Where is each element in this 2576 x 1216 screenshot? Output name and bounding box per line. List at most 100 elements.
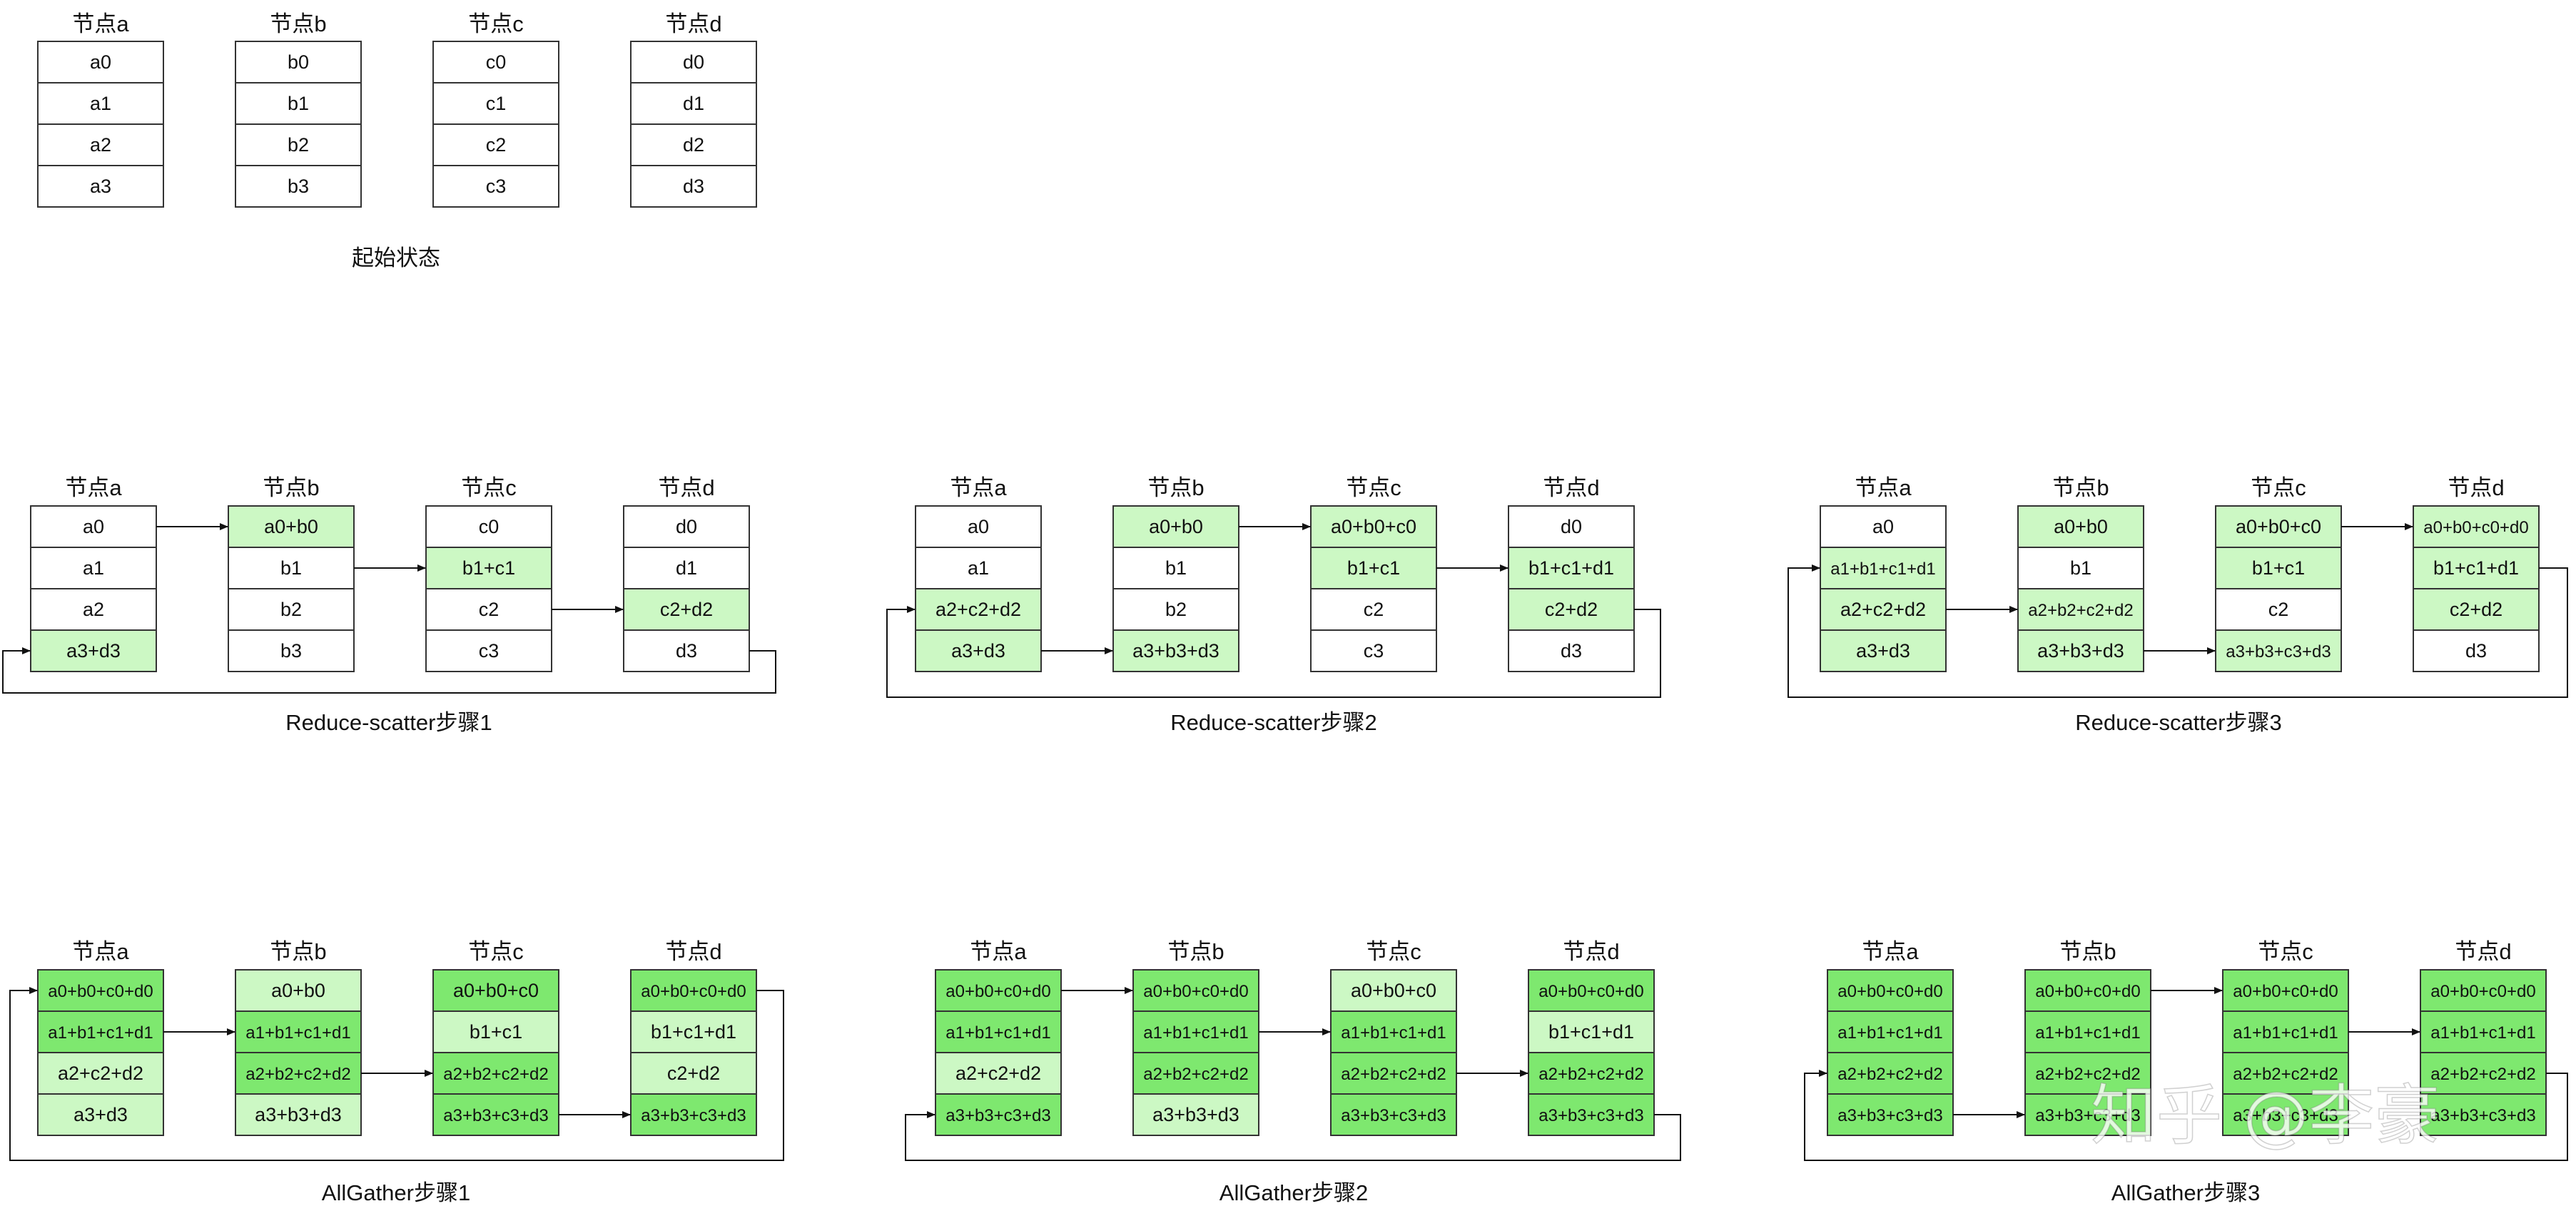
cell-value: a1+b1+c1+d1	[1341, 1023, 1446, 1043]
cell-value: b1+c1	[2252, 557, 2305, 579]
cell-box	[935, 1093, 1062, 1136]
cell-value: a1+b1+c1+d1	[2233, 1023, 2338, 1043]
cell-box	[37, 165, 164, 208]
cell-box	[623, 505, 750, 548]
cell-value: a1+b1+c1+d1	[2430, 1023, 2535, 1043]
node-label: 节点d	[2448, 475, 2504, 500]
cell-box	[2420, 1052, 2547, 1095]
cell-box	[623, 547, 750, 589]
node-b-column: 节点ba0+b0+c0+d0a1+b1+c1+d1a2+b2+c2+d2a3+b…	[2024, 939, 2151, 1136]
panel-ag1: 节点aa0+b0+c0+d0a1+b1+c1+d1a2+c2+d2a3+d3节点…	[9, 939, 784, 1205]
cell-value: a2+b2+c2+d2	[2430, 1065, 2535, 1084]
cell-value: b1+c1+d1	[1528, 557, 1614, 579]
cell-box	[1310, 505, 1437, 548]
panels-layer: 节点aa0a1a2a3节点bb0b1b2b3节点cc0c1c2c3节点dd0d1…	[2, 11, 2568, 1205]
cell-value: a3+b3+c3+d3	[443, 1106, 548, 1125]
cell-value: a2+c2+d2	[935, 599, 1021, 620]
cell-value: a3+b3+c3+d3	[1538, 1106, 1643, 1125]
cell-value: a0+b0+c0+d0	[2430, 982, 2535, 1001]
cell-value: d1	[683, 93, 704, 114]
cell-value: d0	[676, 516, 697, 537]
cell-box	[2215, 547, 2342, 589]
cell-box	[432, 1093, 559, 1136]
cell-value: d0	[1561, 516, 1582, 537]
cell-value: c2+d2	[2450, 599, 2503, 620]
cell-value: c0	[479, 516, 500, 537]
cell-value: a3+b3+d3	[2037, 640, 2124, 662]
cell-value: b0	[288, 51, 309, 73]
cell-value: a0+b0+c0+d0	[2233, 982, 2338, 1001]
cell-box	[1528, 1052, 1655, 1095]
cell-value: a3+b3+c3+d3	[2226, 642, 2331, 662]
cell-box	[425, 547, 552, 589]
cell-box	[935, 1010, 1062, 1053]
cell-value: a2+b2+c2+d2	[2233, 1065, 2338, 1084]
cell-value: d0	[683, 51, 704, 73]
wraparound-arrow	[1788, 564, 2568, 698]
cell-value: a1+b1+c1+d1	[1143, 1023, 1248, 1043]
cell-value: a3+b3+c3+d3	[1837, 1106, 1942, 1125]
panel-rs2: 节点aa0a1a2+c2+d2a3+d3节点ba0+b0b1b2a3+b3+d3…	[886, 475, 1661, 735]
cell-box	[2420, 969, 2547, 1012]
wraparound-arrow	[886, 606, 1661, 698]
cell-box	[37, 82, 164, 125]
cell-value: a2+b2+c2+d2	[2035, 1065, 2140, 1084]
cell-box	[432, 165, 559, 208]
watermark-text: 知乎 @李豪	[2091, 1078, 2440, 1154]
node-label: 节点b	[263, 475, 319, 500]
cell-value: a2+c2+d2	[955, 1063, 1041, 1084]
cell-box	[30, 588, 157, 631]
cell-value: a0+b0	[271, 980, 325, 1001]
cell-box	[935, 1052, 1062, 1095]
cell-value: b2	[288, 134, 309, 156]
panel-caption: Reduce-scatter步骤1	[285, 710, 492, 735]
cell-box	[37, 41, 164, 83]
cell-value: a3+d3	[1856, 640, 1910, 662]
cell-box	[1508, 588, 1635, 631]
node-label: 节点c	[468, 939, 524, 964]
cell-box	[1820, 629, 1947, 672]
cell-value: a1+b1+c1+d1	[48, 1023, 153, 1043]
cell-value: a3+b3+d3	[255, 1104, 342, 1125]
cell-value: a0	[968, 516, 989, 537]
cell-box	[1112, 629, 1239, 672]
cell-box	[1132, 1093, 1259, 1136]
node-label: 节点a	[1862, 939, 1919, 964]
cell-box	[2420, 1010, 2547, 1053]
cell-value: a0+b0+c0+d0	[2035, 982, 2140, 1001]
cell-box	[235, 1010, 362, 1053]
cell-value: a0+b0+c0+d0	[1143, 982, 1248, 1001]
cell-value: c1	[486, 93, 507, 114]
wraparound-arrow	[905, 1111, 1681, 1161]
cell-box	[1508, 505, 1635, 548]
cell-value: b1	[280, 557, 302, 579]
cell-box	[2024, 1093, 2151, 1136]
wraparound-arrow	[2, 647, 776, 694]
cell-value: a0+b0+c0	[1331, 516, 1416, 537]
cell-box	[915, 588, 1042, 631]
cell-value: a0+b0+c0+d0	[48, 982, 153, 1001]
cell-box	[30, 547, 157, 589]
cell-value: a0	[1872, 516, 1894, 537]
cell-value: a0+b0+c0+d0	[1538, 982, 1643, 1001]
node-d-column: 节点da0+b0+c0+d0b1+c1+d1a2+b2+c2+d2a3+b3+c…	[1528, 939, 1655, 1136]
cell-box	[2024, 1010, 2151, 1053]
cell-value: a0+b0+c0	[453, 980, 539, 1001]
node-label: 节点c	[1366, 939, 1421, 964]
node-label: 节点d	[1563, 939, 1619, 964]
cell-value: a3+d3	[951, 640, 1005, 662]
cell-value: c2+d2	[1545, 599, 1598, 620]
cell-box	[2215, 588, 2342, 631]
cell-value: d3	[683, 176, 704, 197]
node-label: 节点d	[2455, 939, 2511, 964]
cell-value: a3+b3+c3+d3	[945, 1106, 1050, 1125]
cell-value: a0	[90, 51, 111, 73]
cell-value: c3	[486, 176, 507, 197]
cell-box	[30, 505, 157, 548]
